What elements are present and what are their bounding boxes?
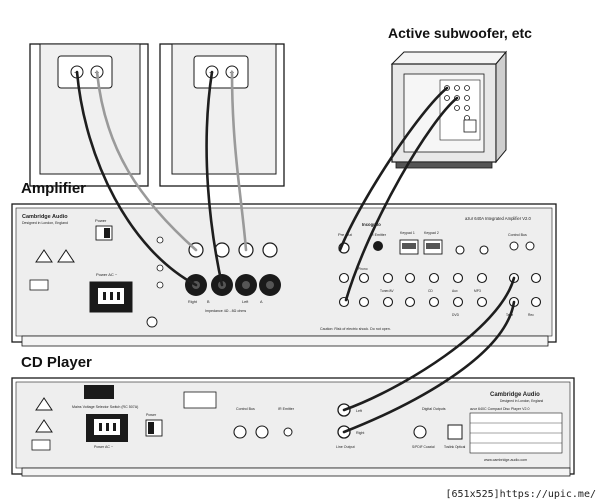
amp-speaker-label-right: Right xyxy=(188,300,198,304)
cd-digital-label-coax: S/PDIF Coaxial xyxy=(412,445,435,449)
speaker-right: − + xyxy=(159,43,285,187)
amp-speaker-label-a: A xyxy=(260,300,263,304)
amp-rca-inputs xyxy=(338,245,542,308)
cd-brand: Cambridge Audio xyxy=(490,392,540,398)
cd-power-ac-label: Power AC ~ xyxy=(94,445,113,449)
watermark: [651x525]https://upic.me/ xyxy=(445,489,596,500)
cable-right-speaker-minus xyxy=(205,70,224,287)
cd-control-bus-label: Control Bus xyxy=(236,407,255,411)
amp-input-label-mp3: MP3 xyxy=(474,289,481,293)
cd-power-label: Power xyxy=(146,413,157,417)
subwoofer-heading: Active subwoofer, etc xyxy=(388,25,532,41)
amp-input-label-dvd: DVD xyxy=(452,313,460,317)
speaker-left: − + xyxy=(29,43,149,187)
cable-left-speaker-minus xyxy=(75,70,198,287)
cable-sub-1 xyxy=(338,86,449,252)
cd-voltage-switch xyxy=(84,385,114,399)
amp-ir-label: IR Emitter xyxy=(370,233,387,237)
cd-player-heading: CD Player xyxy=(21,354,92,371)
cd-web: www.cambridge-audio.com xyxy=(484,458,527,462)
amp-warning-icons xyxy=(29,249,75,291)
cd-line-output-label: Line Output xyxy=(336,445,355,449)
cd-warning-icons xyxy=(31,397,53,451)
amp-speaker-label-b: B xyxy=(207,300,210,304)
amp-control-bus-label: Control Bus xyxy=(508,233,527,237)
cables xyxy=(75,70,516,434)
amp-caution-text: Caution: Risk of electric shock. Do not … xyxy=(320,327,391,331)
amp-input-label-tuner: Tuner/AV xyxy=(380,289,394,293)
cable-right-speaker-plus xyxy=(230,70,248,252)
amplifier-panel: Cambridge Audio Designed in London, Engl… xyxy=(11,203,557,347)
cd-voltage-label: Mains Voltage Selector Switch (RC 507A) xyxy=(72,405,138,409)
amp-brand: Cambridge Audio xyxy=(22,214,68,220)
amp-multiroom-label: Incognito xyxy=(362,222,381,227)
cd-digital-label-optical: Toslink Optical xyxy=(444,445,466,449)
cd-ir-label: IR Emitter xyxy=(278,407,295,411)
amp-power-label: Power xyxy=(95,218,107,223)
amp-input-label-cd: CD xyxy=(428,289,433,293)
amp-ce-mark xyxy=(146,316,158,328)
amp-impedance-label: Impedance 4Ω - 8Ω ohms xyxy=(205,309,246,313)
cd-player-panel: Mains Voltage Selector Switch (RC 507A) … xyxy=(11,377,575,477)
amp-keypad-label-1: Keypad 1 xyxy=(400,231,415,235)
subwoofer xyxy=(390,50,508,169)
amp-input-label-rec: Rec xyxy=(528,313,534,317)
amplifier-heading: Amplifier xyxy=(21,180,87,197)
cable-cd-right xyxy=(342,300,516,434)
cd-digital-outputs-label: Digital Outputs xyxy=(422,407,446,411)
cable-left-speaker-plus xyxy=(95,70,198,252)
cd-analog-label-left: Left xyxy=(356,409,362,413)
amp-input-label-aux: Aux xyxy=(452,289,458,293)
amp-keypad-label-2: Keypad 2 xyxy=(424,231,439,235)
amp-model: azur 640A Integrated Amplifier V2.0 xyxy=(465,216,532,221)
cable-cd-left xyxy=(342,276,516,412)
amp-power-ac-label: Power AC ~ xyxy=(96,272,118,277)
cd-model: azur 640C Compact Disc Player V2.0 xyxy=(470,407,530,411)
cd-brand-sub: Designed in London, England xyxy=(500,399,543,403)
cd-analog-label-right: Right xyxy=(356,431,364,435)
cable-sub-2 xyxy=(344,96,459,302)
amp-speaker-label-left: Left xyxy=(242,300,249,304)
amp-brand-sub: Designed in London, England xyxy=(22,221,68,225)
amp-input-label-phono: Phono xyxy=(358,267,368,271)
